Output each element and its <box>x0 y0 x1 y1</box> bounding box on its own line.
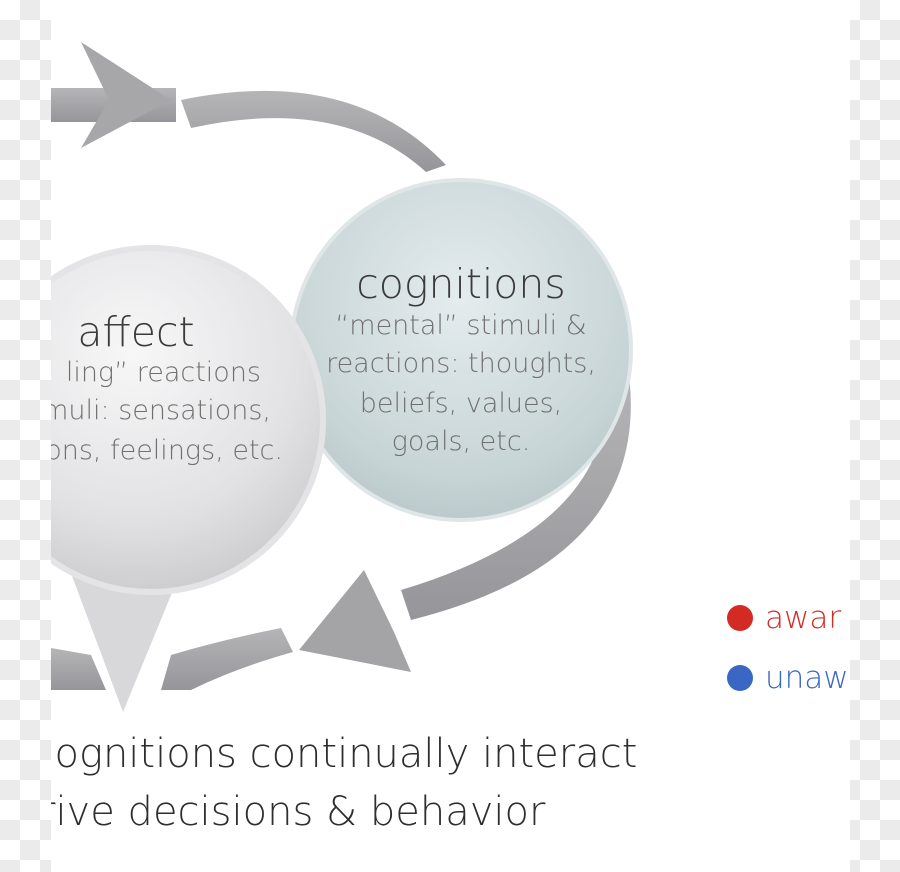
affect-title: affect <box>77 308 195 356</box>
legend-aware-label: awar <box>765 600 842 636</box>
caption-line-2: rive decisions & behavior <box>51 789 546 835</box>
top-arc-arrow-head <box>81 42 171 148</box>
legend-aware: awar <box>727 600 850 636</box>
caption-line-1: :ognitions continually interact <box>51 731 638 777</box>
affect-line-2: muli: sensations, <box>51 395 271 426</box>
cognitions-line-1: “mental” stimuli & <box>335 310 587 341</box>
affect-line-1: ling” reactions <box>65 357 261 388</box>
cognitions-line-2: reactions: thoughts, <box>326 348 596 379</box>
affect-circle <box>51 245 326 595</box>
cognitions-title: cognitions <box>356 260 566 308</box>
right-arc-arrow-head <box>299 570 411 672</box>
diagram-canvas: affect ling” reactions muli: sensations,… <box>51 0 850 872</box>
diagram-graphic <box>51 42 633 712</box>
legend-unaware: unaw <box>727 660 850 696</box>
aware-dot-icon <box>727 605 753 631</box>
legend-unaware-label: unaw <box>765 660 849 696</box>
top-arc-band <box>181 90 446 172</box>
bottom-band-left <box>51 648 106 690</box>
cognitions-line-4: goals, etc. <box>391 426 531 457</box>
cognitions-line-3: beliefs, values, <box>359 388 563 419</box>
affect-line-3: ons, feelings, etc. <box>51 435 283 466</box>
unaware-dot-icon <box>727 665 753 691</box>
bottom-band-right <box>161 628 293 690</box>
